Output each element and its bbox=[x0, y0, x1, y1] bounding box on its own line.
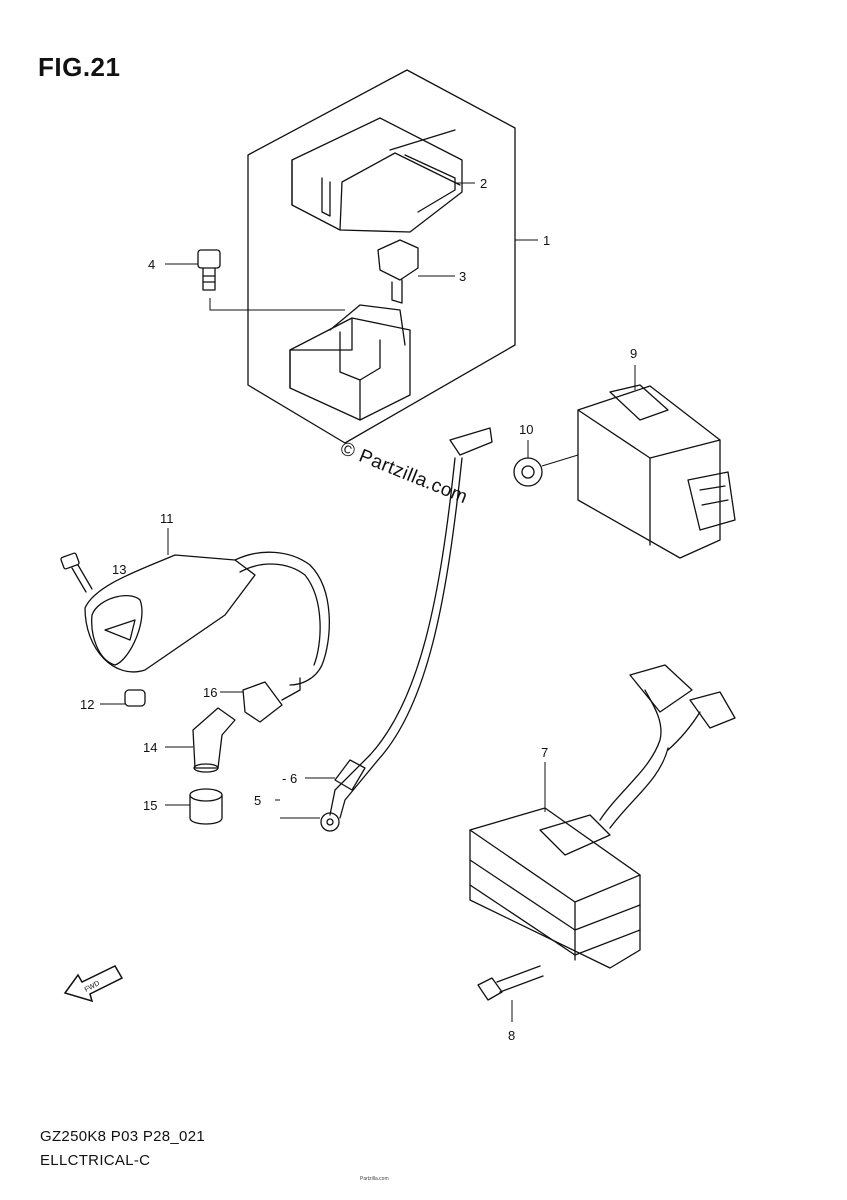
part-6-boot[interactable] bbox=[334, 759, 366, 791]
part-4-bolt[interactable] bbox=[197, 249, 221, 291]
footer-code: GZ250K8 P03 P28_021 bbox=[40, 1128, 205, 1145]
part-16-connector[interactable] bbox=[242, 677, 301, 723]
part-7-regulator[interactable] bbox=[469, 664, 736, 969]
part-3-fuse[interactable] bbox=[377, 239, 419, 304]
callout-13: 13 bbox=[112, 562, 126, 577]
small-print: Partzilla.com bbox=[360, 1176, 389, 1182]
callout-8: 8 bbox=[508, 1028, 515, 1043]
starter-relay[interactable] bbox=[289, 304, 411, 421]
part-2-cover[interactable] bbox=[291, 117, 463, 233]
callout-10: 10 bbox=[519, 422, 533, 437]
part-10-nut[interactable] bbox=[513, 457, 543, 487]
leader-lines bbox=[100, 182, 636, 1022]
part-9-igniter[interactable] bbox=[577, 384, 736, 559]
figure-title: FIG.21 bbox=[38, 52, 121, 82]
part-15-sleeve[interactable] bbox=[189, 788, 223, 825]
fwd-arrow-icon: FWD bbox=[63, 965, 124, 1003]
callout-5: 5 bbox=[254, 793, 261, 808]
callout-12: 12 bbox=[80, 697, 94, 712]
part-14-plug-cap[interactable] bbox=[192, 707, 236, 773]
part-8-bolt[interactable] bbox=[477, 965, 544, 1001]
part-5-ground-wire[interactable] bbox=[320, 427, 493, 832]
part-12-cap[interactable] bbox=[124, 689, 146, 707]
callout-7: 7 bbox=[541, 745, 548, 760]
part-13-bolt[interactable] bbox=[60, 552, 93, 593]
part-11-ignition-coil[interactable] bbox=[84, 551, 330, 686]
callout-4: 4 bbox=[148, 257, 155, 272]
callout-1: 1 bbox=[543, 233, 550, 248]
callout-16: 16 bbox=[203, 685, 217, 700]
callout-14: 14 bbox=[143, 740, 157, 755]
footer-section: ELLCTRICAL-C bbox=[40, 1152, 151, 1169]
callout-3: 3 bbox=[459, 269, 466, 284]
callout-6: - 6 bbox=[282, 771, 297, 786]
callout-2: 2 bbox=[480, 176, 487, 191]
callout-11: 11 bbox=[160, 511, 174, 526]
callout-9: 9 bbox=[630, 346, 637, 361]
group-outline-1 bbox=[247, 69, 516, 444]
callout-15: 15 bbox=[143, 798, 157, 813]
